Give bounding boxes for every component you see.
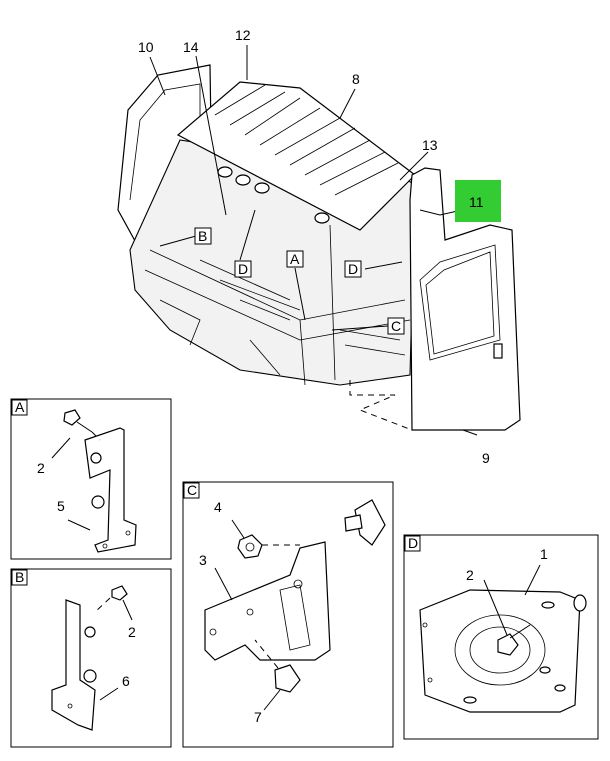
detail-C: C 4 3 7 [182,481,394,748]
callout-6: 6 [122,673,130,689]
callout-3: 3 [199,552,207,568]
callout-9: 9 [482,450,490,466]
callout-2-A: 2 [37,460,45,476]
roof-panel[interactable] [176,81,416,231]
bolt-2-A[interactable] [63,409,81,426]
detail-C-label: C [187,482,197,498]
detail-D: D 2 1 [403,534,599,740]
callout-4: 4 [214,499,222,515]
detail-B-label: B [15,569,24,585]
callout-10: 10 [138,39,154,55]
nut-4[interactable] [237,534,263,559]
callout-13: 13 [422,137,438,153]
detail-B: B 2 6 [10,568,172,748]
callout-2-B: 2 [128,624,136,640]
callout-14: 14 [183,39,199,55]
callout-11: 11 [469,194,484,210]
main-marker-A: A [290,251,300,267]
roof-vents [217,166,330,224]
bolt-2-B[interactable] [111,585,128,601]
bracket-3[interactable] [204,541,331,661]
bolt-2-D[interactable] [497,633,519,656]
right-door[interactable] [409,167,521,431]
callout-7: 7 [254,709,262,725]
callout-12: 12 [235,27,251,43]
door-handle [493,343,503,359]
grommet[interactable] [354,499,386,546]
bracket-6[interactable] [51,599,96,731]
callout-11-highlight [455,180,501,222]
bracket-5[interactable] [84,427,137,553]
detail-A: A 2 5 [10,398,172,560]
callout-8: 8 [352,71,360,87]
main-marker-D-left: D [238,261,248,277]
detail-D-label: D [408,535,418,551]
detail-A-label: A [15,399,25,415]
callout-5: 5 [57,498,65,514]
cab-assembly [117,64,521,431]
main-marker-C: C [391,318,401,334]
main-marker-D-right: D [348,261,358,277]
callout-2-D: 2 [466,567,474,583]
main-leaders [149,45,478,436]
main-view-markers: B D A D C [194,227,405,335]
bolt-7[interactable] [274,664,301,693]
callout-1: 1 [540,546,548,562]
main-marker-B: B [198,228,207,244]
